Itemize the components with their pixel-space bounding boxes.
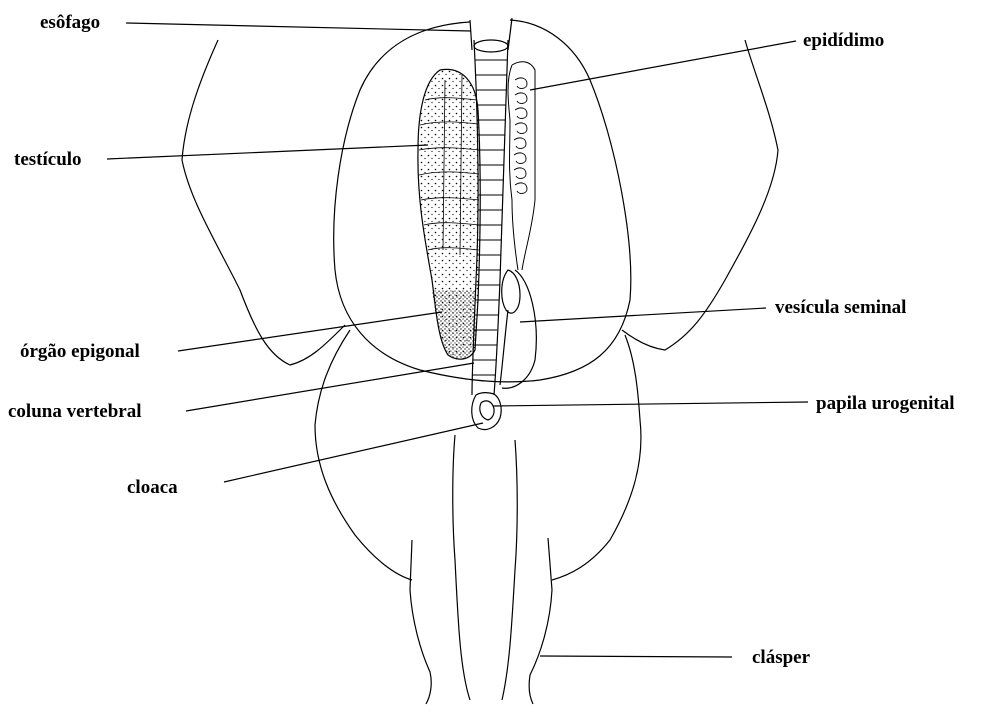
seminal-vesicle (500, 270, 536, 388)
label-cloaca: cloaca (127, 478, 178, 497)
leader-cloaca (224, 423, 483, 482)
leader-clasper (540, 656, 732, 657)
label-orgao-epigonal: órgão epigonal (20, 342, 140, 361)
label-epididimo: epidídimo (803, 31, 884, 50)
label-esofago: esôfago (40, 13, 100, 32)
label-clasper: clásper (752, 648, 810, 667)
vertebral-column (472, 40, 508, 395)
leader-papila-urogenital (493, 402, 808, 406)
testis-shape (418, 69, 480, 359)
leader-esofago (126, 23, 471, 31)
label-vesicula-seminal: vesícula seminal (775, 298, 906, 317)
leader-testiculo (107, 145, 428, 159)
label-testiculo: testículo (14, 150, 82, 169)
esophagus (470, 18, 512, 50)
label-papila-urogenital: papila urogenital (816, 394, 954, 413)
epididymis (508, 62, 535, 270)
label-coluna-vertebral: coluna vertebral (8, 402, 142, 421)
body-outline (182, 20, 778, 704)
leader-orgao-epigonal (178, 312, 442, 351)
leader-coluna-vertebral (186, 363, 474, 411)
leader-vesicula-seminal (520, 308, 766, 322)
